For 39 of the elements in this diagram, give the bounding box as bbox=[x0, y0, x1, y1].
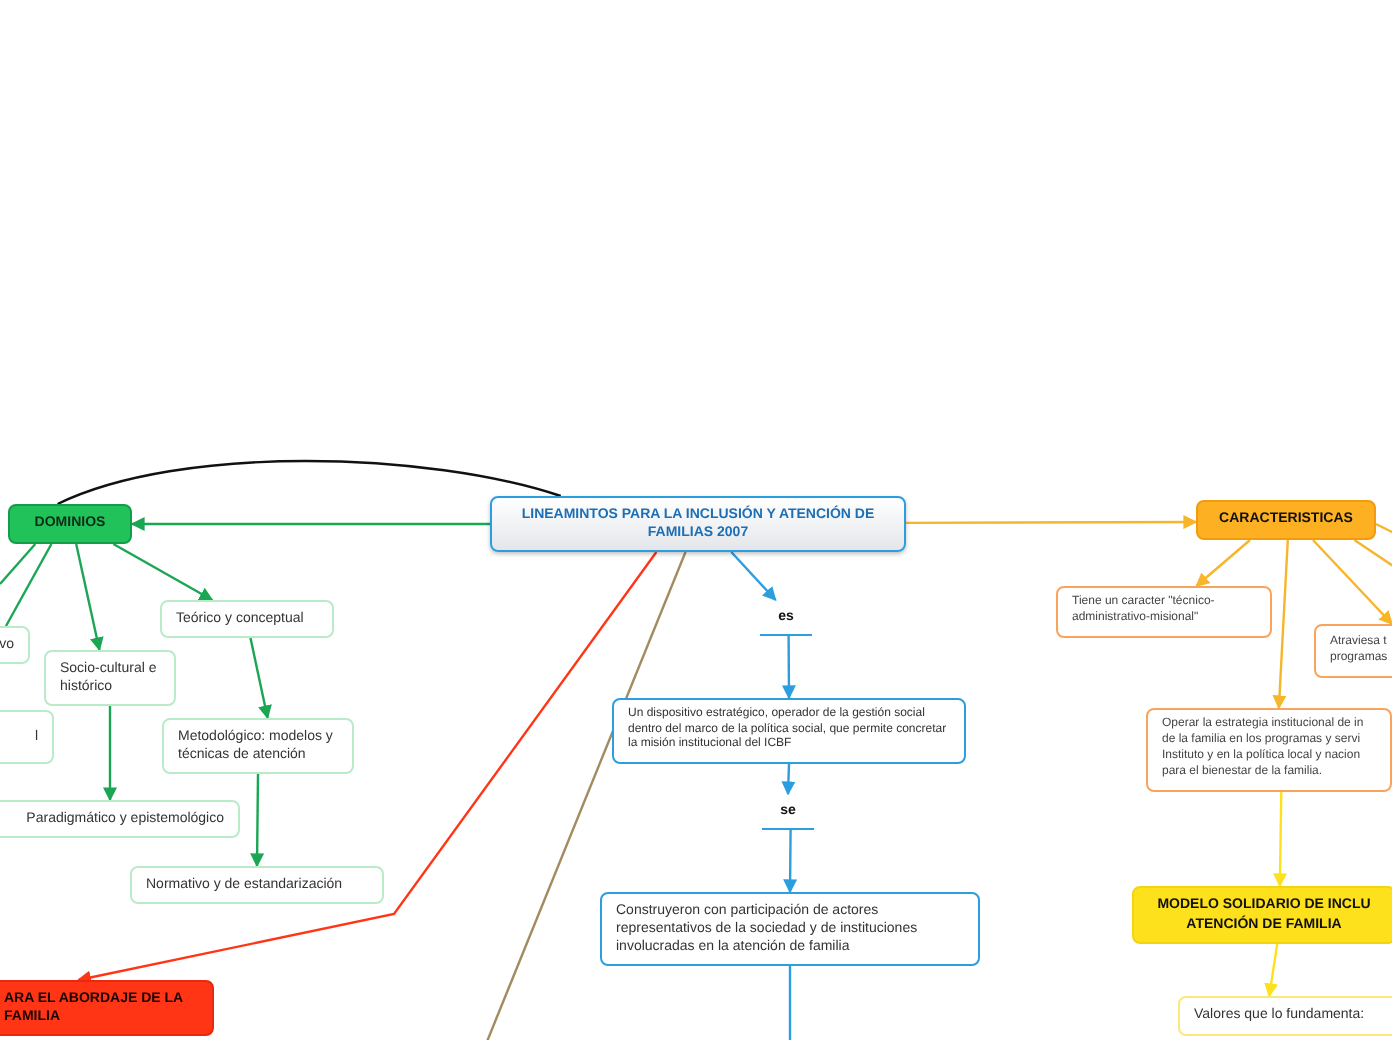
subtopic-box bbox=[130, 866, 384, 904]
arrow bbox=[112, 542, 214, 602]
arrow bbox=[1312, 539, 1392, 625]
arrow bbox=[1273, 791, 1288, 888]
arrow bbox=[75, 543, 104, 652]
arrow bbox=[730, 551, 777, 602]
topic-box bbox=[0, 980, 214, 1036]
subtopic-box bbox=[160, 600, 334, 638]
arrow bbox=[1272, 539, 1289, 710]
arrow bbox=[1195, 539, 1251, 587]
subtopic-box bbox=[162, 718, 354, 774]
subtopic-box bbox=[1056, 586, 1272, 638]
connector-line bbox=[0, 543, 37, 585]
subtopic-box bbox=[44, 650, 176, 706]
subtopic-box bbox=[1146, 708, 1392, 792]
connector-line bbox=[788, 966, 792, 1040]
subtopic-box bbox=[0, 800, 240, 838]
topic-box bbox=[490, 496, 906, 552]
subtopic-box bbox=[612, 698, 966, 764]
arrow bbox=[130, 517, 490, 531]
connector-line bbox=[484, 551, 687, 1040]
arrow bbox=[250, 774, 265, 868]
topic-box bbox=[8, 504, 132, 544]
arrow bbox=[906, 515, 1198, 530]
connector-line bbox=[1353, 539, 1392, 569]
connector-line bbox=[1375, 522, 1392, 536]
arrow bbox=[249, 637, 272, 720]
arrow bbox=[1264, 943, 1279, 998]
arrow bbox=[781, 636, 796, 700]
arrow bbox=[103, 706, 117, 802]
topic-box bbox=[1196, 500, 1376, 540]
connector-line bbox=[57, 459, 562, 506]
connector-line bbox=[4, 543, 53, 627]
topic-box bbox=[1132, 886, 1392, 944]
subtopic-box bbox=[1178, 996, 1392, 1036]
arrow bbox=[781, 763, 796, 796]
subtopic-box bbox=[600, 892, 980, 966]
arrow bbox=[77, 551, 658, 985]
arrow bbox=[783, 830, 798, 894]
